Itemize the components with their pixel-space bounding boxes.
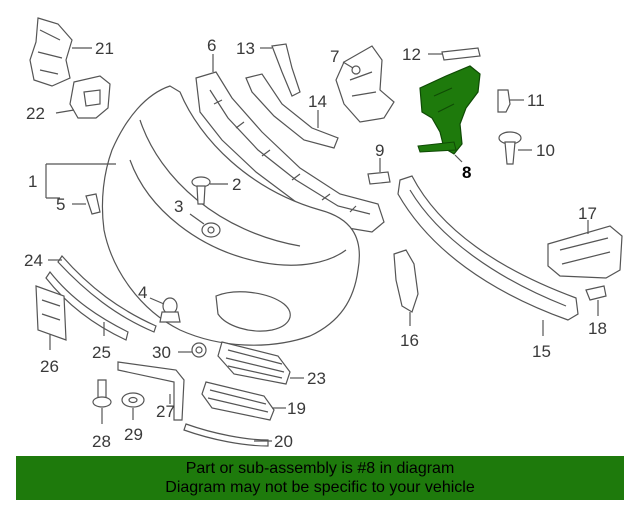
callout-30: 30 [152, 343, 171, 362]
callout-27: 27 [156, 402, 175, 421]
callout-20: 20 [274, 432, 293, 451]
callout-28: 28 [92, 432, 111, 451]
part-20-molding [183, 423, 269, 447]
part-26-plate-bracket [35, 285, 67, 341]
callout-23: 23 [307, 369, 326, 388]
part-4-sensor [159, 297, 181, 323]
part-27-strip [117, 361, 185, 421]
callout-18: 18 [588, 319, 607, 338]
callout-26: 26 [40, 357, 59, 376]
part-21-liner [29, 17, 73, 87]
part-8-bracket-highlighted[interactable] [417, 65, 481, 155]
callout-11: 11 [527, 91, 545, 110]
callout-12: 12 [402, 45, 421, 64]
part-23-grille [217, 341, 291, 385]
part-24-molding [57, 255, 157, 333]
callout-16: 16 [400, 331, 419, 350]
callout-13: 13 [236, 39, 255, 58]
callout-24: 24 [24, 251, 43, 270]
callout-25: 25 [92, 343, 111, 362]
part-14-strip [245, 73, 339, 149]
part-18-clip [585, 285, 607, 301]
callout-6: 6 [207, 36, 216, 55]
banner-line-2: Diagram may not be specific to your vehi… [165, 479, 475, 496]
callout-22: 22 [26, 104, 45, 123]
part-29-grommet [121, 392, 145, 408]
part-10-rivet [498, 131, 522, 165]
callout-4: 4 [138, 283, 147, 302]
banner-line-1: Part or sub-assembly is #8 in diagram [185, 460, 455, 477]
part-3-nut [201, 222, 221, 238]
callout-10: 10 [536, 141, 555, 160]
part-6-absorber [195, 71, 385, 233]
callout-15: 15 [532, 342, 551, 361]
part-28-bolt [92, 379, 112, 408]
callout-14: 14 [308, 92, 327, 111]
part-16-bracket [393, 249, 419, 313]
callout-7: 7 [330, 47, 339, 66]
callout-1: 1 [28, 172, 37, 191]
part-19-grille [201, 381, 275, 421]
part-11-clip [497, 89, 511, 113]
part-30-holder [191, 342, 207, 358]
callout-3: 3 [174, 197, 183, 216]
part-9-clip [367, 171, 391, 185]
part-12-strip [441, 47, 481, 61]
part-13-strip [271, 43, 301, 97]
callout-2: 2 [232, 175, 241, 194]
part-5-clip [85, 193, 101, 215]
part-22-bracket [69, 75, 111, 119]
callout-19: 19 [287, 399, 306, 418]
callout-9: 9 [375, 141, 384, 160]
callout-21: 21 [95, 39, 114, 58]
part-2-bolt [191, 176, 211, 205]
callout-17: 17 [578, 204, 597, 223]
callout-8: 8 [462, 163, 471, 182]
info-banner: Part or sub-assembly is #8 in diagram Di… [16, 456, 624, 500]
callout-29: 29 [124, 425, 143, 444]
part-17-bracket [547, 225, 623, 279]
part-7-bracket [335, 45, 395, 123]
part-15-reinforcement [397, 175, 579, 321]
callout-5: 5 [56, 195, 65, 214]
